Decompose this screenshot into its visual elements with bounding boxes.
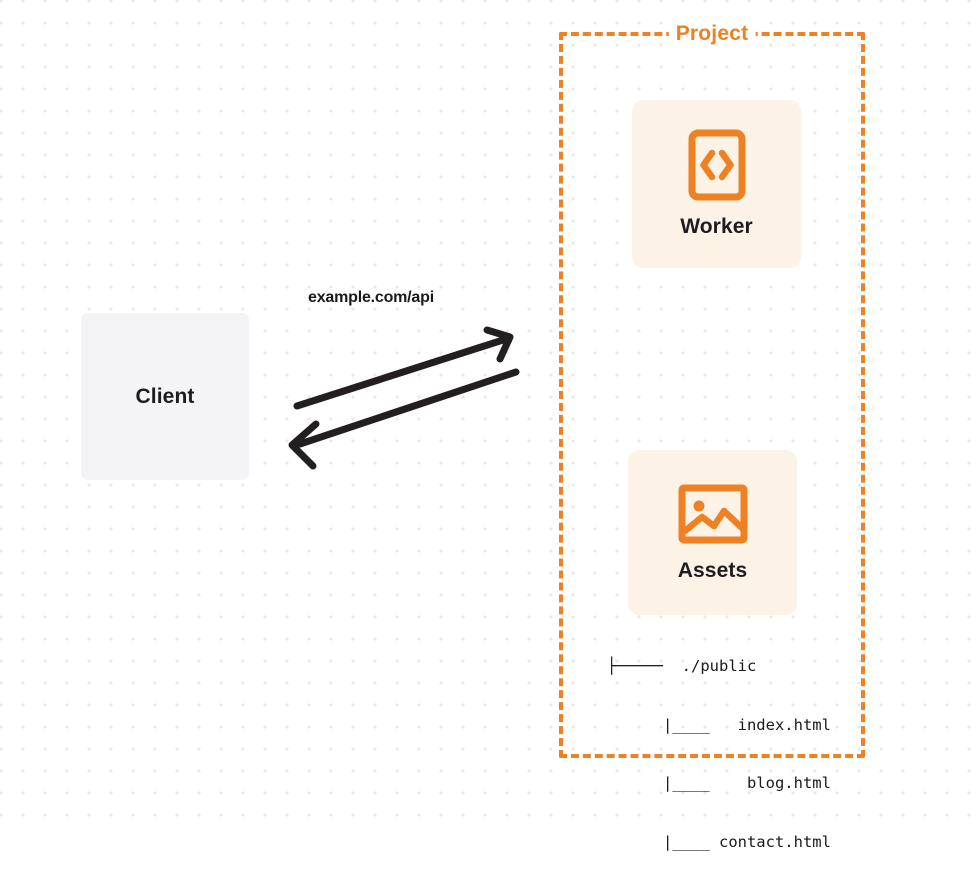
file-tree-line: |____ blog.html xyxy=(607,774,831,792)
file-tree-line: ├───── ./public xyxy=(607,657,757,675)
request-url-label: example.com/api xyxy=(308,289,434,306)
response-arrow xyxy=(288,368,520,470)
worker-label: Worker xyxy=(680,215,753,238)
worker-node[interactable]: Worker xyxy=(632,100,801,268)
diagram-canvas: Client example.com/api Project Worker xyxy=(0,0,980,851)
assets-file-tree: ├───── ./public |____ index.html |____ b… xyxy=(607,618,831,891)
assets-label: Assets xyxy=(677,558,748,582)
project-title: Project xyxy=(668,22,756,46)
client-label: Client xyxy=(135,384,195,408)
code-brackets-icon xyxy=(688,129,745,201)
request-arrow xyxy=(293,326,514,410)
image-icon xyxy=(678,484,747,543)
file-tree-line: |____ contact.html xyxy=(607,832,831,851)
project-group: Project xyxy=(559,22,865,758)
client-node[interactable]: Client xyxy=(81,313,249,480)
file-tree-line: |____ index.html xyxy=(607,715,831,734)
assets-node[interactable]: Assets xyxy=(628,450,797,615)
